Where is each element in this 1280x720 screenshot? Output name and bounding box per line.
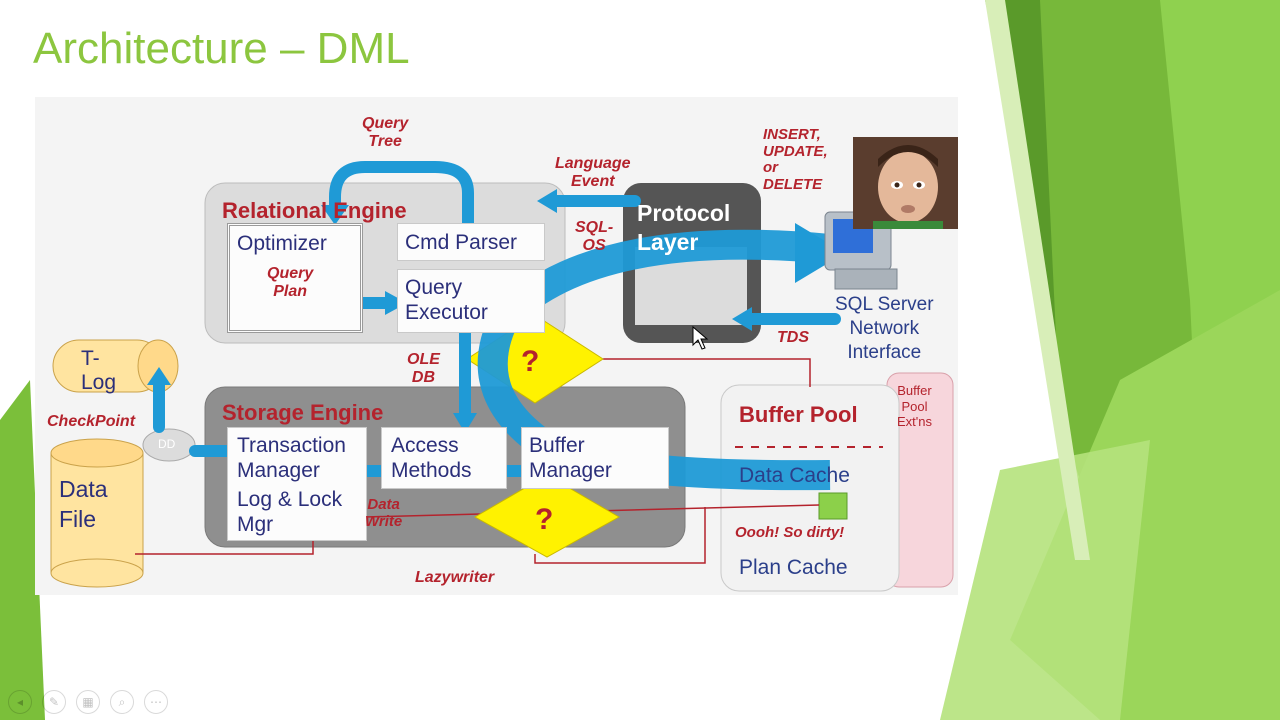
- slide-title: Architecture – DML: [33, 24, 410, 73]
- checkpoint-label: CheckPoint: [47, 413, 136, 430]
- cmd-parser-box: [397, 223, 545, 261]
- optimizer-box: [227, 223, 363, 333]
- dd-label: DD: [158, 437, 176, 451]
- t-log-label: T- Log: [81, 347, 117, 395]
- transaction-manager-box: [227, 427, 367, 541]
- query-executor-label: Query Executor: [405, 276, 488, 325]
- buffer-manager-box: [521, 427, 669, 489]
- architecture-diagram: Query Tree Language Event INSERT, UPDATE…: [35, 97, 958, 595]
- tds-label: TDS: [777, 329, 809, 346]
- access-methods-box: [381, 427, 507, 489]
- mouse-cursor-icon: [692, 325, 709, 350]
- plan-cache-label: Plan Cache: [739, 556, 848, 579]
- language-event-label: Language Event: [555, 155, 631, 190]
- buffer-pool-heading: Buffer Pool: [739, 402, 858, 427]
- query-tree-arrow: [329, 161, 474, 231]
- query-tree-label: Query Tree: [362, 115, 409, 150]
- insert-update-delete-label: INSERT, UPDATE, or DELETE: [763, 126, 828, 193]
- query-plan-label: Query Plan: [267, 265, 314, 300]
- buffer-manager-label: Buffer Manager: [529, 434, 612, 483]
- oooh-so-dirty-label: Oooh! So dirty!: [735, 524, 845, 541]
- dirty-page-square: [818, 492, 848, 520]
- cmd-parser-label: Cmd Parser: [405, 231, 518, 254]
- sql-server-network-interface-label: SQL Server Network Interface: [835, 294, 934, 363]
- slideshow-toolbar: ◂ ✎ ▦ ⌕ ⋯: [8, 690, 168, 714]
- slides-icon[interactable]: ▦: [76, 690, 100, 714]
- data-file-cylinder: [50, 452, 144, 574]
- relational-engine-heading: Relational Engine: [222, 198, 407, 223]
- data-cache-label: Data Cache: [739, 464, 850, 487]
- buffer-pool-extns-label: Buffer Pool Ext'ns: [897, 383, 932, 430]
- transaction-manager-label: Transaction Manager: [237, 434, 346, 483]
- ole-db-label: OLE DB: [407, 351, 440, 386]
- back-icon[interactable]: ◂: [8, 690, 32, 714]
- protocol-layer-label: Protocol Layer: [637, 200, 731, 255]
- decision-diamond-2: [473, 474, 621, 558]
- log-lock-mgr-label: Log & Lock Mgr: [237, 488, 343, 537]
- query-executor-box: [397, 269, 545, 333]
- presenter-face-image: [853, 137, 958, 229]
- storage-engine-heading: Storage Engine: [222, 400, 384, 425]
- lazywriter-label: Lazywriter: [415, 569, 495, 586]
- question-mark-1: ?: [521, 345, 540, 378]
- data-write-label: Data Write: [365, 496, 403, 530]
- question-mark-2: ?: [535, 503, 554, 536]
- access-methods-label: Access Methods: [391, 434, 472, 483]
- more-icon[interactable]: ⋯: [144, 690, 168, 714]
- sql-os-label: SQL- OS: [575, 219, 614, 254]
- pen-icon[interactable]: ✎: [42, 690, 66, 714]
- data-file-label: Data File: [59, 476, 108, 532]
- optimizer-label: Optimizer: [237, 232, 327, 255]
- zoom-icon[interactable]: ⌕: [110, 690, 134, 714]
